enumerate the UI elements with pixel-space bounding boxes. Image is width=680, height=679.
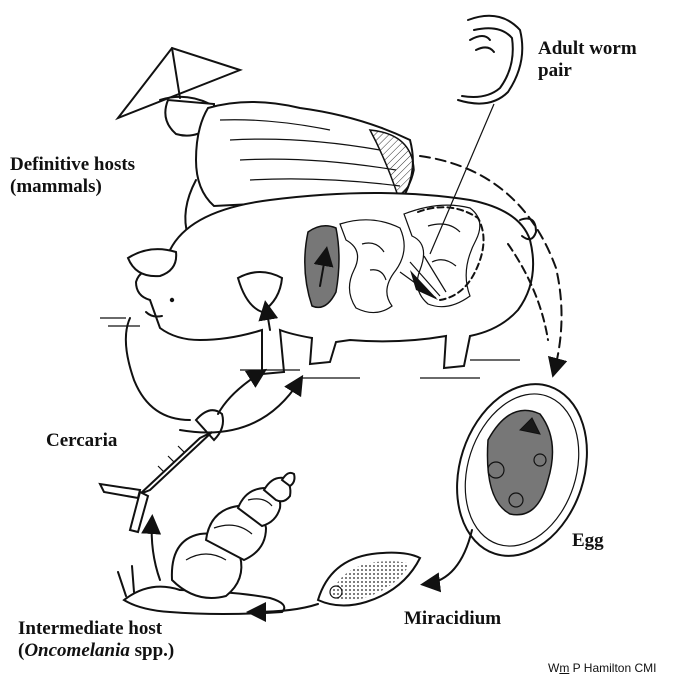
miracidium-illustration xyxy=(318,553,420,606)
intermediate-host-suffix: spp.) xyxy=(130,640,174,661)
cercaria-label: Cercaria xyxy=(46,430,117,452)
adult-worm-label-line1: Adult worm xyxy=(538,38,637,60)
miracidium-label: Miracidium xyxy=(404,608,501,630)
intermediate-host-label: Intermediate host (Oncomelania spp.) xyxy=(18,618,174,662)
egg-label: Egg xyxy=(572,530,604,552)
adult-worm-label: Adult worm pair xyxy=(538,38,637,82)
credit-underlined: m xyxy=(559,661,569,675)
definitive-hosts-label-line2: (mammals) xyxy=(10,176,135,198)
credit-rest: P Hamilton CMI xyxy=(569,661,656,675)
cercaria-illustration xyxy=(100,410,223,532)
intermediate-host-genus: Oncomelania xyxy=(24,640,130,661)
pig-illustration xyxy=(128,193,536,374)
credit-prefix: W xyxy=(548,661,559,675)
intermediate-host-label-line2: (Oncomelania spp.) xyxy=(18,640,174,662)
adult-worm-label-line2: pair xyxy=(538,60,637,82)
definitive-hosts-label-line1: Definitive hosts xyxy=(10,154,135,176)
artist-credit: Wm P Hamilton CMI xyxy=(548,661,656,675)
definitive-hosts-label: Definitive hosts (mammals) xyxy=(10,154,135,198)
intermediate-host-label-line1: Intermediate host xyxy=(18,618,174,640)
